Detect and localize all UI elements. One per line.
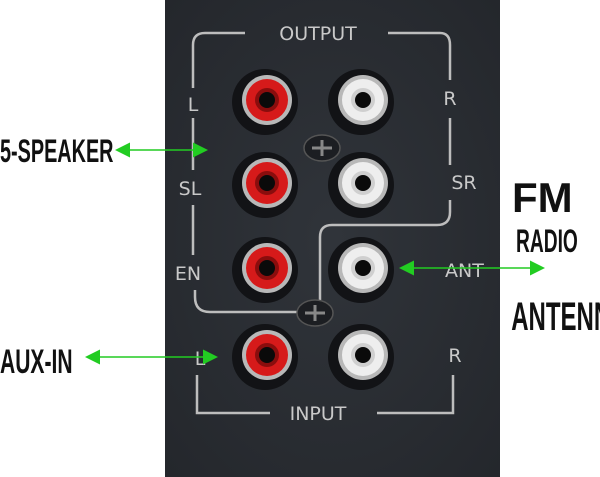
- speaker-label: 5-SPEAKER: [0, 133, 114, 169]
- screw-icon: [296, 299, 334, 327]
- channel-label-out-r: R: [443, 88, 456, 110]
- input-label: INPUT: [290, 403, 347, 425]
- channel-label-out-l: L: [188, 94, 199, 116]
- screw-icon: [303, 134, 341, 162]
- rear-panel: [165, 0, 500, 477]
- radio-label: RADIO: [516, 223, 578, 259]
- output-label: OUTPUT: [279, 23, 357, 45]
- white-rca-jack[interactable]: [328, 69, 394, 135]
- fm-label: FM: [512, 174, 573, 221]
- red-rca-jack[interactable]: [232, 69, 298, 135]
- white-rca-jack[interactable]: [328, 152, 394, 218]
- white-rca-jack[interactable]: [328, 237, 394, 303]
- channel-label-sl: SL: [179, 178, 202, 200]
- red-rca-jack[interactable]: [232, 237, 298, 303]
- aux-in-label: AUX-IN: [0, 342, 73, 380]
- channel-label-sr: SR: [451, 172, 476, 194]
- channel-label-in-r: R: [448, 345, 461, 367]
- channel-label-in-l: L: [195, 348, 206, 370]
- red-rca-jack[interactable]: [232, 152, 298, 218]
- red-rca-jack[interactable]: [232, 324, 298, 390]
- channel-label-ant: ANT: [445, 260, 484, 282]
- antenna-label: ANTENNA: [511, 294, 600, 339]
- channel-label-en: EN: [175, 263, 201, 285]
- rca-jacks: [232, 69, 394, 390]
- white-rca-jack[interactable]: [328, 324, 394, 390]
